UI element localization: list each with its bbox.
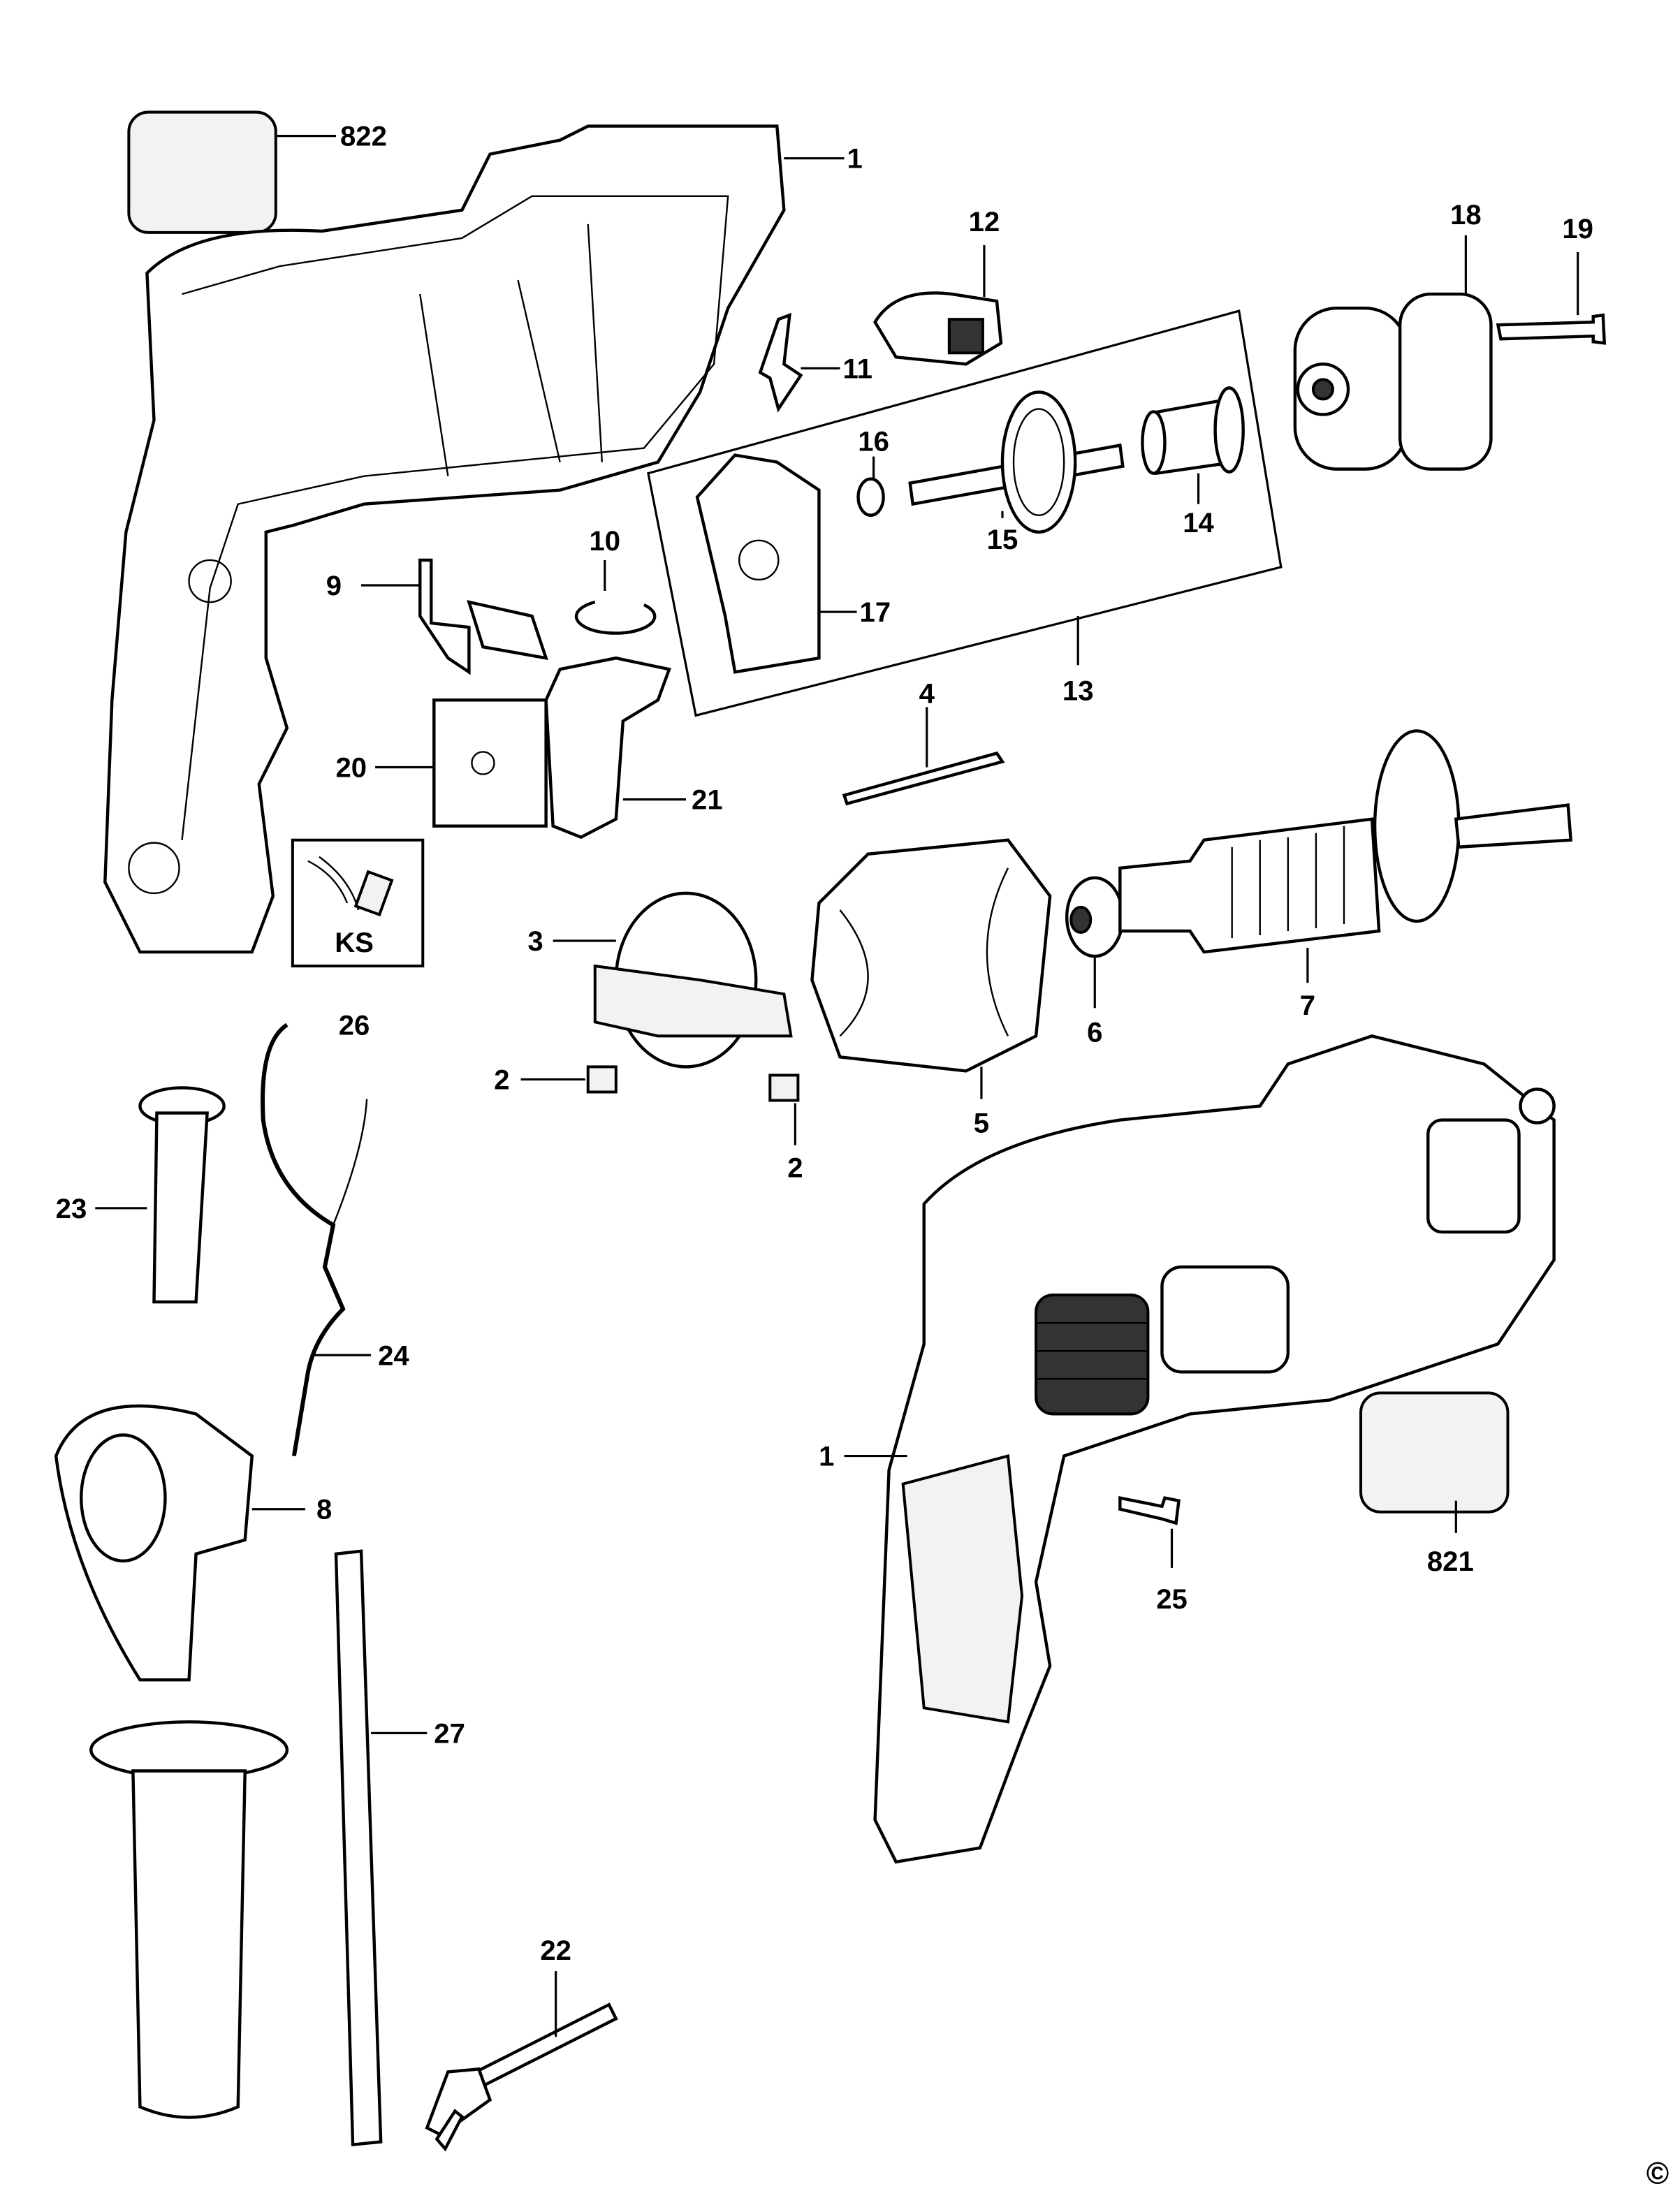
callout-7: 7 [1300, 990, 1315, 1021]
callout-2-right: 2 [787, 1153, 803, 1184]
part-7-armature [1118, 729, 1573, 954]
callout-25: 25 [1156, 1584, 1188, 1615]
callout-4: 4 [919, 678, 935, 709]
kit-ks-box: KS [291, 838, 425, 968]
callout-1-top: 1 [847, 144, 863, 175]
part-18-chuck [1293, 292, 1493, 471]
part-13-gearbox-assembly-frame [647, 309, 1283, 717]
callout-27: 27 [434, 1718, 465, 1749]
callout-11: 11 [843, 353, 872, 384]
part-6-bearing [1065, 876, 1125, 958]
part-10-retaining-ring [574, 600, 657, 635]
callout-5: 5 [974, 1108, 989, 1139]
part-19-screw [1496, 313, 1607, 345]
assembled-drill [873, 1034, 1556, 1864]
label-plate-821 [1359, 1391, 1510, 1514]
callout-3: 3 [527, 926, 543, 957]
callout-822: 822 [340, 122, 387, 152]
callout-9: 9 [326, 571, 342, 601]
callout-821: 821 [1427, 1546, 1474, 1577]
ks-label: KS [335, 928, 374, 958]
callout-24: 24 [378, 1340, 409, 1371]
callout-2-left: 2 [494, 1064, 509, 1095]
callout-12: 12 [969, 207, 1000, 237]
callout-10: 10 [590, 526, 621, 557]
part-21-trigger [544, 656, 671, 840]
label-plate-822 [127, 110, 277, 234]
callout-22: 22 [540, 1935, 571, 1966]
part-23-grip [138, 1086, 226, 1304]
callout-18: 18 [1450, 200, 1482, 230]
part-2-brush-left [586, 1065, 618, 1094]
callout-21: 21 [692, 785, 723, 816]
callout-14: 14 [1183, 508, 1214, 538]
part-5-field-stator [810, 838, 1052, 1073]
part-8-side-handle [54, 1404, 289, 2119]
part-16-spring [856, 477, 885, 517]
housing-half [103, 124, 786, 954]
callout-23: 23 [56, 1194, 87, 1224]
callout-16: 16 [858, 427, 889, 457]
callout-17: 17 [860, 597, 891, 628]
part-2-brush-right [768, 1074, 800, 1102]
part-3-brush-holder [593, 891, 793, 1069]
callout-26: 26 [339, 1010, 370, 1041]
part-11-lever [758, 312, 803, 413]
callout-20: 20 [335, 753, 367, 784]
copyright-mark: © [1646, 2157, 1669, 2191]
callout-13: 13 [1062, 675, 1094, 706]
part-22-chuck-key [425, 2002, 618, 2152]
callout-6: 6 [1087, 1017, 1102, 1048]
callout-15: 15 [987, 525, 1018, 555]
part-17-gear-plate [695, 453, 821, 674]
callout-1-bottom: 1 [819, 1442, 834, 1472]
part-14-sleeve [1141, 386, 1245, 476]
part-24-cable [261, 1023, 346, 1457]
callout-8: 8 [316, 1495, 332, 1525]
part-15-spindle-gear [908, 390, 1125, 534]
part-25-screw [1118, 1495, 1181, 1525]
part-9-bracket [418, 558, 548, 675]
part-4-rod [842, 751, 1005, 806]
part-27-depth-rod [334, 1549, 383, 2147]
part-20-switch [432, 698, 548, 828]
callout-19: 19 [1562, 214, 1593, 244]
